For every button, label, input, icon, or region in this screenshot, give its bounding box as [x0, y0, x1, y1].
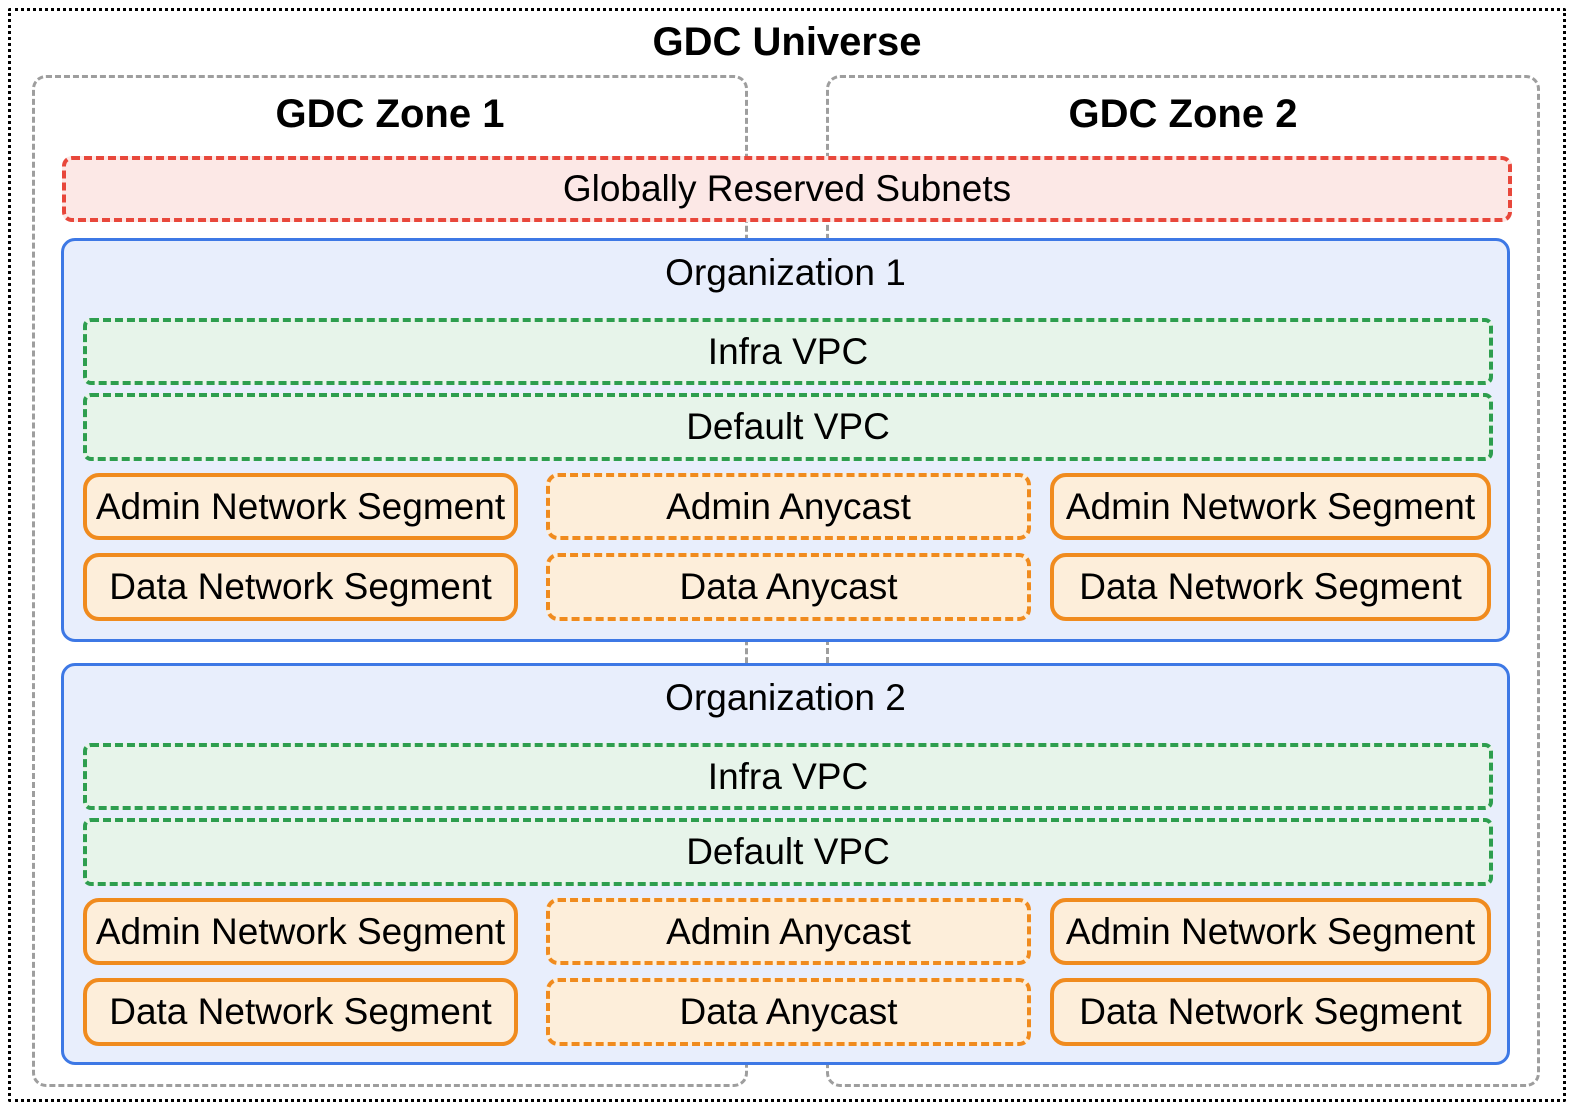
organization-2-box: Organization 2 Infra VPC Default VPC Adm…: [61, 663, 1510, 1065]
organization-1-zone-1-admin-network-segment-box: Admin Network Segment: [83, 473, 518, 540]
admin-network-segment-label: Admin Network Segment: [95, 485, 506, 527]
zone-2-title: GDC Zone 2: [1068, 92, 1298, 136]
organization-2-default-vpc-box: Default VPC: [83, 818, 1493, 886]
admin-anycast-label: Admin Anycast: [666, 485, 911, 527]
organization-2-zone-1-admin-network-segment-box: Admin Network Segment: [83, 898, 518, 965]
organization-1-default-vpc-box: Default VPC: [83, 393, 1493, 461]
data-anycast-label: Data Anycast: [679, 566, 898, 607]
admin-anycast-label: Admin Anycast: [666, 910, 911, 952]
organization-2-zone-2-admin-network-segment-box: Admin Network Segment: [1050, 898, 1491, 965]
organization-1-data-anycast-box: Data Anycast: [546, 553, 1031, 621]
organization-2-admin-anycast-box: Admin Anycast: [546, 898, 1031, 965]
data-network-segment-label: Data Network Segment: [1079, 991, 1462, 1032]
organization-2-infra-vpc-box: Infra VPC: [83, 743, 1493, 810]
organization-2-zone-2-data-network-segment-box: Data Network Segment: [1050, 978, 1491, 1046]
organization-1-zone-2-admin-network-segment-box: Admin Network Segment: [1050, 473, 1491, 540]
admin-network-segment-label: Admin Network Segment: [1065, 910, 1476, 952]
universe-boundary: GDC Universe: [8, 8, 1566, 1102]
organization-1-zone-1-data-network-segment-box: Data Network Segment: [83, 553, 518, 621]
data-anycast-label: Data Anycast: [679, 991, 898, 1032]
admin-network-segment-label: Admin Network Segment: [1065, 485, 1476, 527]
organization-1-infra-vpc-box: Infra VPC: [83, 318, 1493, 385]
default-vpc-label: Default VPC: [686, 406, 890, 447]
globally-reserved-subnets-label: Globally Reserved Subnets: [562, 168, 1012, 209]
admin-network-segment-label: Admin Network Segment: [95, 910, 506, 952]
globally-reserved-subnets-box: Globally Reserved Subnets: [62, 156, 1512, 222]
organization-1-title: Organization 1: [665, 252, 906, 293]
infra-vpc-label: Infra VPC: [707, 755, 869, 797]
data-network-segment-label: Data Network Segment: [109, 991, 492, 1032]
organization-1-zone-2-data-network-segment-box: Data Network Segment: [1050, 553, 1491, 621]
organization-2-data-anycast-box: Data Anycast: [546, 978, 1031, 1046]
data-network-segment-label: Data Network Segment: [1079, 566, 1462, 607]
default-vpc-label: Default VPC: [686, 831, 890, 872]
data-network-segment-label: Data Network Segment: [109, 566, 492, 607]
organization-2-title: Organization 2: [665, 677, 906, 718]
organization-1-box: Organization 1 Infra VPC Default VPC Adm…: [61, 238, 1510, 642]
universe-title: GDC Universe: [652, 20, 922, 64]
organization-1-admin-anycast-box: Admin Anycast: [546, 473, 1031, 540]
organization-2-zone-1-data-network-segment-box: Data Network Segment: [83, 978, 518, 1046]
infra-vpc-label: Infra VPC: [707, 330, 869, 372]
zone-1-title: GDC Zone 1: [275, 92, 505, 136]
